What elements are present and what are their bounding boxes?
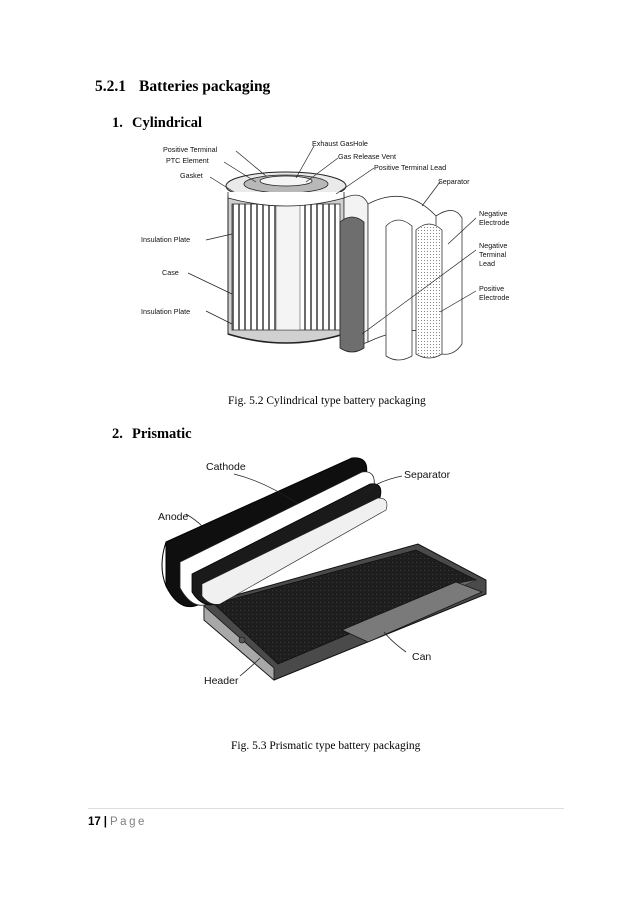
figure-caption-prismatic: Fig. 5.3 Prismatic type battery packagin… bbox=[231, 740, 421, 752]
label-positive-terminal-lead: Positive Terminal Lead bbox=[374, 163, 446, 172]
label-separator: Separator bbox=[404, 469, 451, 481]
label-exhaust-gas-hole: Exhaust GasHole bbox=[312, 139, 368, 148]
label-positive-electrode-line2: Electrode bbox=[479, 293, 509, 302]
label-gas-release-vent: Gas Release Vent bbox=[338, 152, 396, 161]
label-positive-electrode-line1: Positive bbox=[479, 284, 504, 293]
figure-caption-cylindrical: Fig. 5.2 Cylindrical type battery packag… bbox=[228, 395, 426, 407]
label-separator: Separator bbox=[438, 177, 470, 186]
item-number: 2. bbox=[112, 426, 123, 442]
negative-electrode-shape bbox=[339, 216, 365, 353]
footer-separator: | bbox=[103, 816, 108, 828]
section-number: 5.2.1 bbox=[95, 78, 126, 95]
page-footer: 17|Page bbox=[88, 816, 147, 828]
label-negative-terminal-lead-line3: Lead bbox=[479, 259, 495, 268]
page-number: 17 bbox=[88, 816, 101, 828]
label-anode: Anode bbox=[158, 511, 189, 523]
prismatic-battery-diagram: Cathode Separator Anode Can Header bbox=[158, 457, 487, 687]
label-positive-terminal: Positive Terminal bbox=[163, 145, 218, 154]
item-heading-prismatic: 2. Prismatic bbox=[112, 426, 192, 443]
label-insulation-plate-top: Insulation Plate bbox=[141, 235, 190, 244]
label-gasket: Gasket bbox=[180, 171, 203, 180]
label-negative-terminal-lead-line1: Negative bbox=[479, 241, 507, 250]
page-word: Page bbox=[110, 816, 147, 828]
item-title: Prismatic bbox=[132, 426, 192, 442]
item-title: Cylindrical bbox=[132, 115, 203, 131]
footer-divider bbox=[88, 808, 564, 809]
label-can: Can bbox=[412, 651, 431, 663]
item-number: 1. bbox=[112, 115, 123, 131]
label-cathode: Cathode bbox=[206, 461, 246, 473]
cylindrical-battery-diagram: Positive Terminal PTC Element Gasket Ins… bbox=[141, 139, 509, 361]
label-header: Header bbox=[204, 675, 239, 687]
section-title: Batteries packaging bbox=[139, 78, 271, 95]
item-heading-cylindrical: 1. Cylindrical bbox=[112, 115, 202, 132]
label-case: Case bbox=[162, 268, 179, 277]
label-negative-terminal-lead-line2: Terminal bbox=[479, 250, 507, 259]
label-negative-electrode-line2: Electrode bbox=[479, 218, 509, 227]
label-insulation-plate-bottom: Insulation Plate bbox=[141, 307, 190, 316]
core-shape bbox=[275, 203, 301, 331]
section-heading: 5.2.1 Batteries packaging bbox=[95, 78, 270, 96]
label-ptc-element: PTC Element bbox=[166, 156, 209, 165]
label-negative-electrode-line1: Negative bbox=[479, 209, 507, 218]
